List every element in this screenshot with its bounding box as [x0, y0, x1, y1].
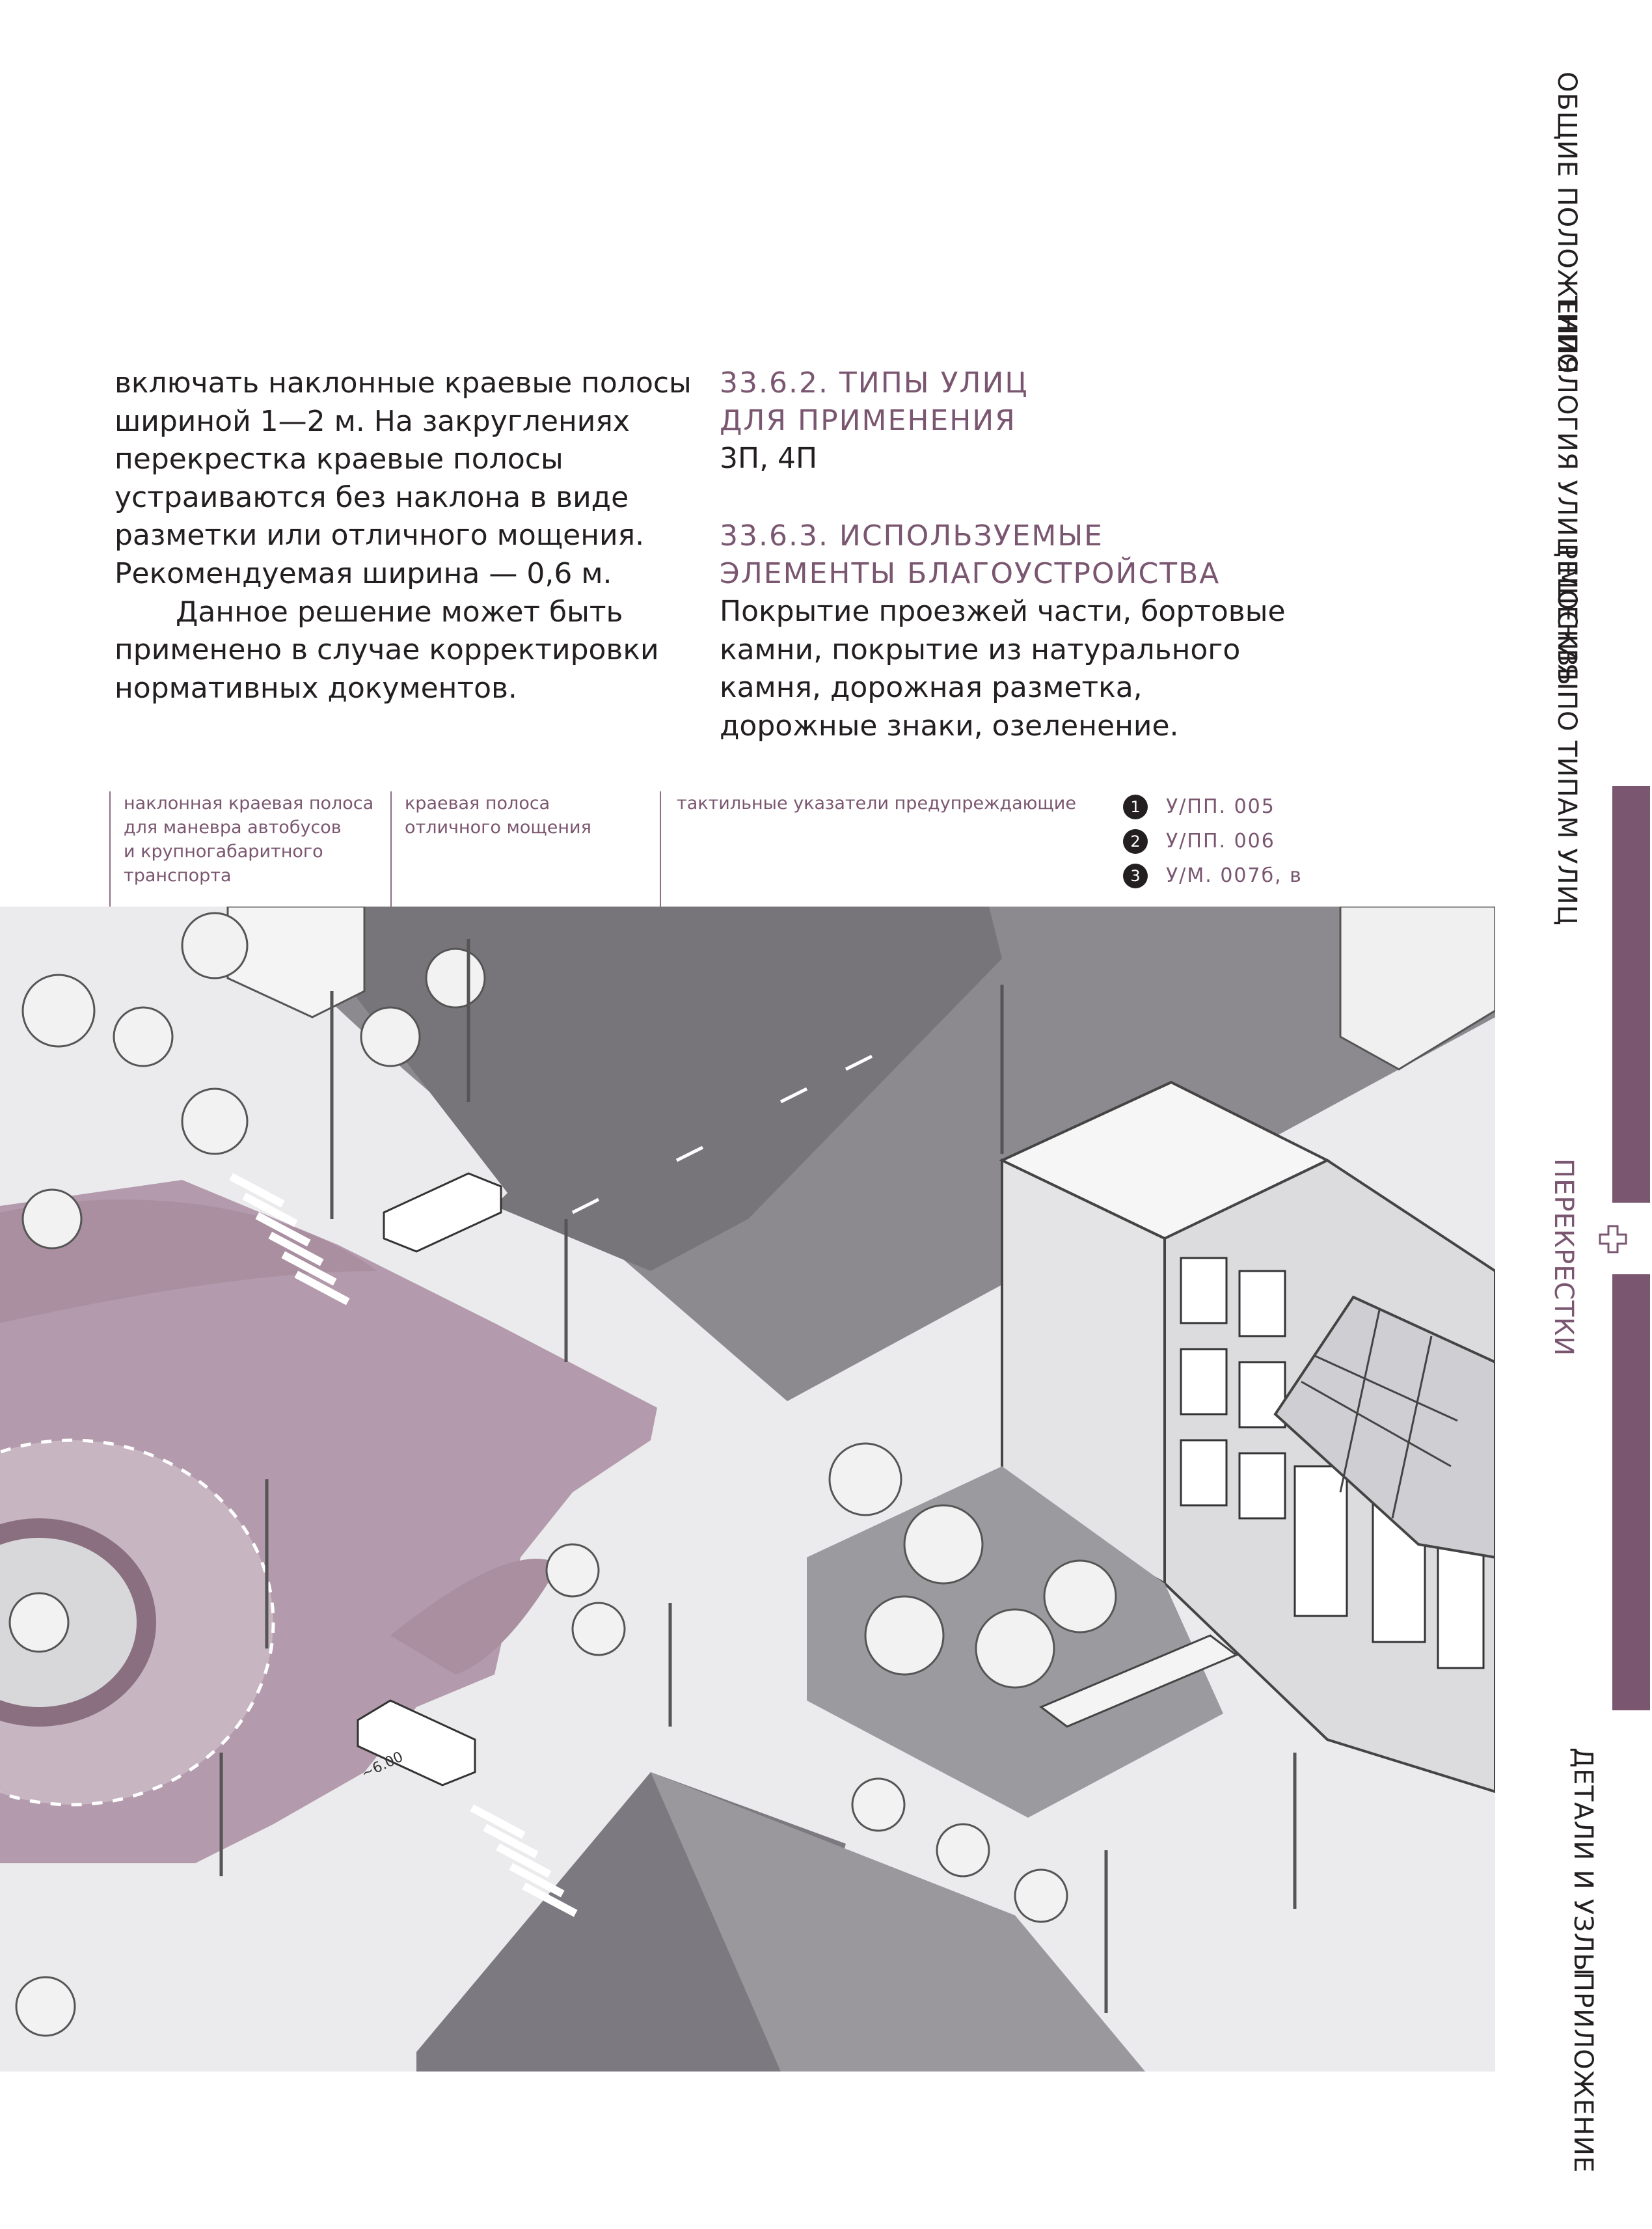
- body-text: включать наклонные краевые полосы ширино…: [115, 364, 694, 707]
- legend-line: отличного мощения: [405, 817, 591, 838]
- tab-label: РЕШЕНИЯ: [1552, 543, 1582, 682]
- legend-tactile-indicators: тактильные указатели предупреждающие: [677, 791, 1076, 815]
- tree-group: [8, 912, 1117, 2037]
- reference-code: У/ПП. 006: [1166, 830, 1275, 853]
- legend-line: наклонная краевая полоса: [124, 793, 374, 814]
- legend-inclined-edge-strip: наклонная краевая полоса для маневра авт…: [124, 791, 373, 888]
- tab-label: ПО ТИПАМ УЛИЦ: [1552, 690, 1582, 926]
- legend-edge-strip-paving: краевая полоса отличного мощения: [405, 791, 591, 840]
- legend-line: для маневра автобусов: [124, 817, 342, 838]
- street-lamps: [219, 939, 1297, 2013]
- reference-number-badge: 2: [1123, 828, 1148, 854]
- crosswalk-top: [229, 1173, 350, 1306]
- reference-item: 3 У/М. 007б, в: [1123, 858, 1303, 893]
- legend-line: тактильные указатели предупреждающие: [677, 793, 1076, 814]
- intersection-illustration: ~6.00: [0, 907, 1495, 2072]
- section-heading-elements-1: 33.6.3. ИСПОЛЬЗУЕМЫЕ: [720, 519, 1104, 553]
- section-body-street-types: 3П, 4П: [720, 442, 818, 475]
- reference-list: 1 У/ПП. 005 2 У/ПП. 006 3 У/М. 007б, в: [1123, 789, 1303, 893]
- section-heading-street-types-2: ДЛЯ ПРИМЕНЕНИЯ: [720, 404, 1016, 437]
- tab-details[interactable]: ДЕТАЛИ И УЗЛЫ: [1568, 1747, 1598, 1977]
- active-section-bar-top: [1612, 786, 1650, 1203]
- tab-label: ПОЛОЖЕНИЯ: [1552, 186, 1582, 374]
- cross-icon: [1599, 1225, 1627, 1253]
- reference-code: У/ПП. 005: [1166, 795, 1275, 818]
- legend-line: краевая полоса: [405, 793, 550, 814]
- section-heading-street-types-1: 33.6.2. ТИПЫ УЛИЦ: [720, 366, 1029, 400]
- tab-label: ТИПОЛОГИЯ: [1552, 296, 1582, 471]
- curved-island-right: [390, 1559, 560, 1675]
- tab-solutions[interactable]: РЕШЕНИЯ ПО ТИПАМ УЛИЦ: [1552, 543, 1582, 926]
- reference-code: У/М. 007б, в: [1166, 864, 1303, 887]
- tab-general-provisions[interactable]: ОБЩИЕ ПОЛОЖЕНИЯ: [1552, 72, 1582, 374]
- tab-label: ОБЩИЕ: [1552, 72, 1582, 178]
- crosswalk-bottom: [470, 1804, 578, 1917]
- reference-number-badge: 3: [1123, 863, 1148, 888]
- glass-roof-grid: [1301, 1309, 1458, 1519]
- reference-number-badge: 1: [1123, 794, 1148, 819]
- legend-line: транспорта: [124, 866, 232, 886]
- section-heading-elements-2: ЭЛЕМЕНТЫ БЛАГОУСТРОЙСТВА: [720, 557, 1221, 590]
- tab-label: УЛИЦ МОСКВЫ: [1552, 480, 1582, 691]
- bottom-road-median: [651, 1772, 1145, 2072]
- body-paragraph-2: Данное решение может быть применено в сл…: [115, 595, 659, 705]
- bike-shelter: [1039, 1634, 1238, 1728]
- section-street-types: 33.6.2. ТИПЫ УЛИЦ ДЛЯ ПРИМЕНЕНИЯ 3П, 4П: [720, 364, 1305, 478]
- body-paragraph-1: включать наклонные краевые полосы ширино…: [115, 366, 692, 590]
- section-elements: 33.6.3. ИСПОЛЬЗУЕМЫЕ ЭЛЕМЕНТЫ БЛАГОУСТРО…: [720, 517, 1305, 745]
- building-top-right: [1339, 907, 1495, 1071]
- active-section-bar-bottom: [1612, 1274, 1650, 1710]
- tab-intersections[interactable]: ПЕРЕКРЕСТКИ: [1549, 1158, 1578, 1357]
- tab-typology[interactable]: ТИПОЛОГИЯ УЛИЦ МОСКВЫ: [1552, 296, 1582, 691]
- lane-markings: [571, 1054, 873, 1214]
- reference-item: 2 У/ПП. 006: [1123, 824, 1303, 858]
- car-bottom: [357, 1699, 476, 1786]
- reference-item: 1 У/ПП. 005: [1123, 789, 1303, 824]
- car-top: [383, 1172, 502, 1253]
- legend-line: и крупногабаритного: [124, 841, 323, 862]
- tab-appendix[interactable]: ПРИЛОЖЕНИЕ: [1568, 1972, 1598, 2174]
- section-body-elements: Покрытие проезжей части, бортовые камни,…: [720, 595, 1286, 743]
